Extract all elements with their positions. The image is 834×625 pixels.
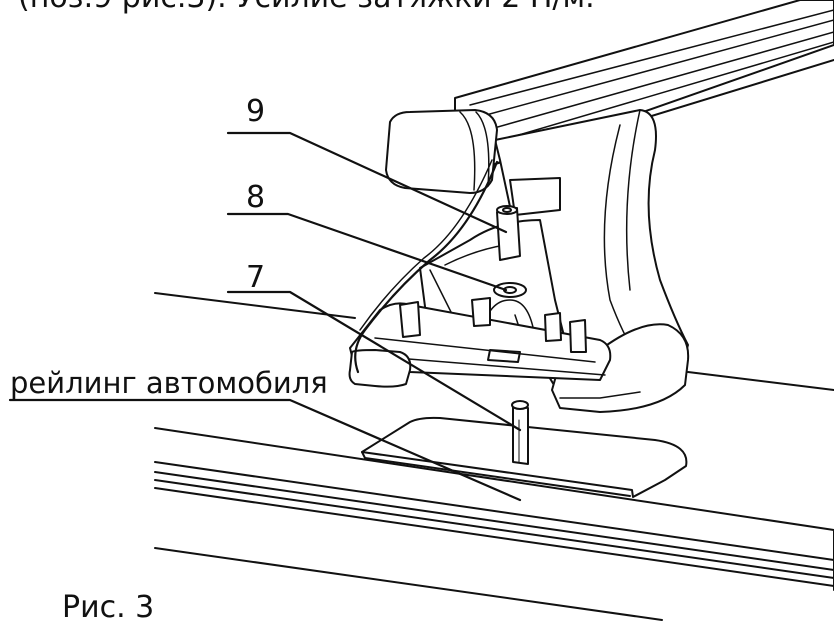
clamp-base <box>348 297 612 388</box>
roof-line-right <box>687 371 834 391</box>
cut-off-instruction-text: (поз.9 рис.3). Усилие затяжки 2 Н/м. <box>18 0 595 15</box>
strap-cable <box>354 160 499 374</box>
mounting-plate-edge <box>361 451 631 497</box>
washer <box>493 282 527 298</box>
callout-8: 8 <box>246 180 266 215</box>
leader-lines <box>8 131 522 502</box>
callout-9: 9 <box>246 94 266 129</box>
roof-line-left <box>154 292 356 319</box>
bar-end-cap <box>385 109 498 194</box>
bolt <box>496 207 521 261</box>
callout-7: 7 <box>246 260 266 295</box>
mounting-pin <box>511 400 529 465</box>
callout-rail: рейлинг автомобиля <box>10 366 328 400</box>
figure-caption: Рис. 3 <box>62 590 155 625</box>
car-roof-rail <box>154 427 834 621</box>
